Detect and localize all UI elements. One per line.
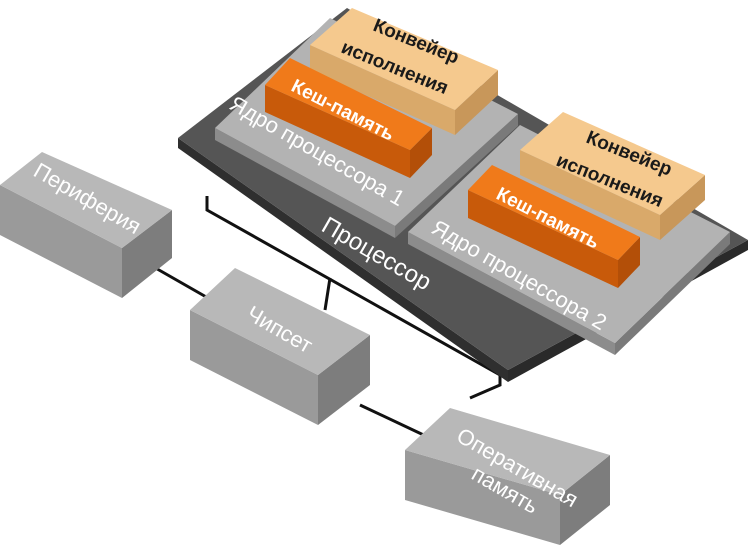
cache-2-top [468,165,640,260]
wire-chipset-memory [359,403,431,440]
processor-plate-side [178,138,508,382]
pipeline-2-front [520,150,660,240]
chipset-front [190,310,318,425]
core-1-side [215,128,395,238]
core-2-side-right [615,232,730,355]
memory-front [405,450,560,545]
chipset-box: Чипсет [190,268,370,425]
memory-side [560,455,610,545]
memory-box: Оперативная память [405,408,610,545]
pipeline-2: Конвейер исполнения [520,112,705,240]
pipeline-1-front [310,45,455,135]
wire-bus-chipset [323,277,332,311]
periphery-top [0,152,172,248]
core-1-side-right [395,114,518,238]
periphery-front [0,185,122,298]
chipset-side [318,335,370,425]
cache-2-front [468,190,618,288]
cache-1-front [265,85,410,178]
pipeline-2-side [660,175,705,240]
core-2-side [408,232,615,355]
pipeline-1-side [455,70,498,135]
cache-1-top [265,58,432,150]
pipeline-2-top [520,112,705,215]
cache-1-side [410,128,432,178]
pipeline-1-top [310,8,498,110]
cache-2-side [618,237,640,288]
periphery-box: Периферия [0,152,172,298]
memory-top [405,408,610,495]
periphery-side [122,210,172,298]
cache-2: Кеш-память [468,165,640,288]
chipset-top [190,268,370,375]
